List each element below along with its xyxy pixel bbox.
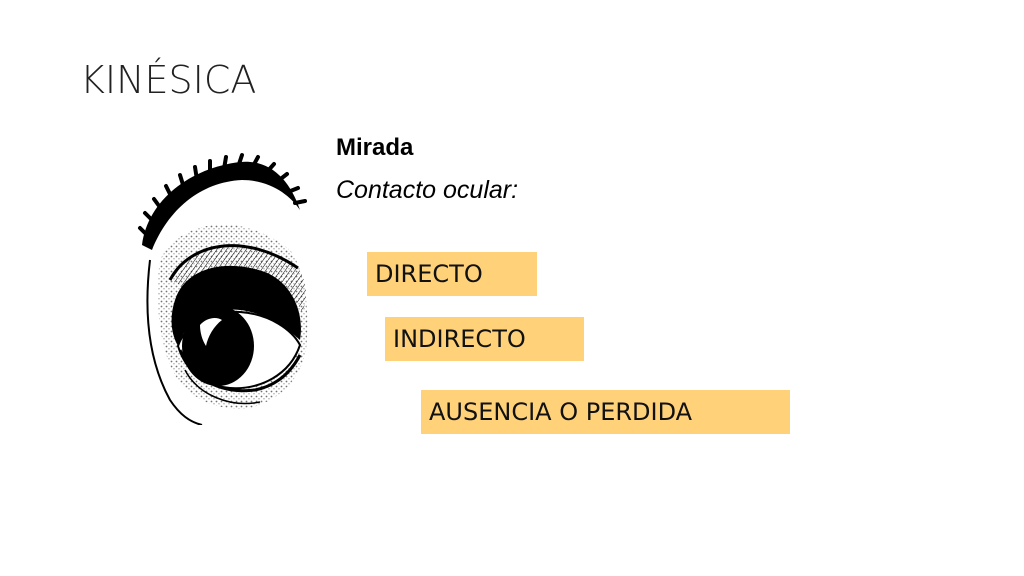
section-heading: Mirada — [336, 134, 414, 161]
slide-title: KINÉSICA — [80, 58, 257, 102]
eye-illustration — [138, 153, 308, 425]
option-tag-indirect: INDIRECTO — [385, 317, 584, 361]
option-tag-direct: DIRECTO — [367, 252, 537, 296]
option-tag-absence: AUSENCIA O PERDIDA — [421, 390, 790, 434]
lead-text: Contacto ocular: — [336, 176, 519, 204]
